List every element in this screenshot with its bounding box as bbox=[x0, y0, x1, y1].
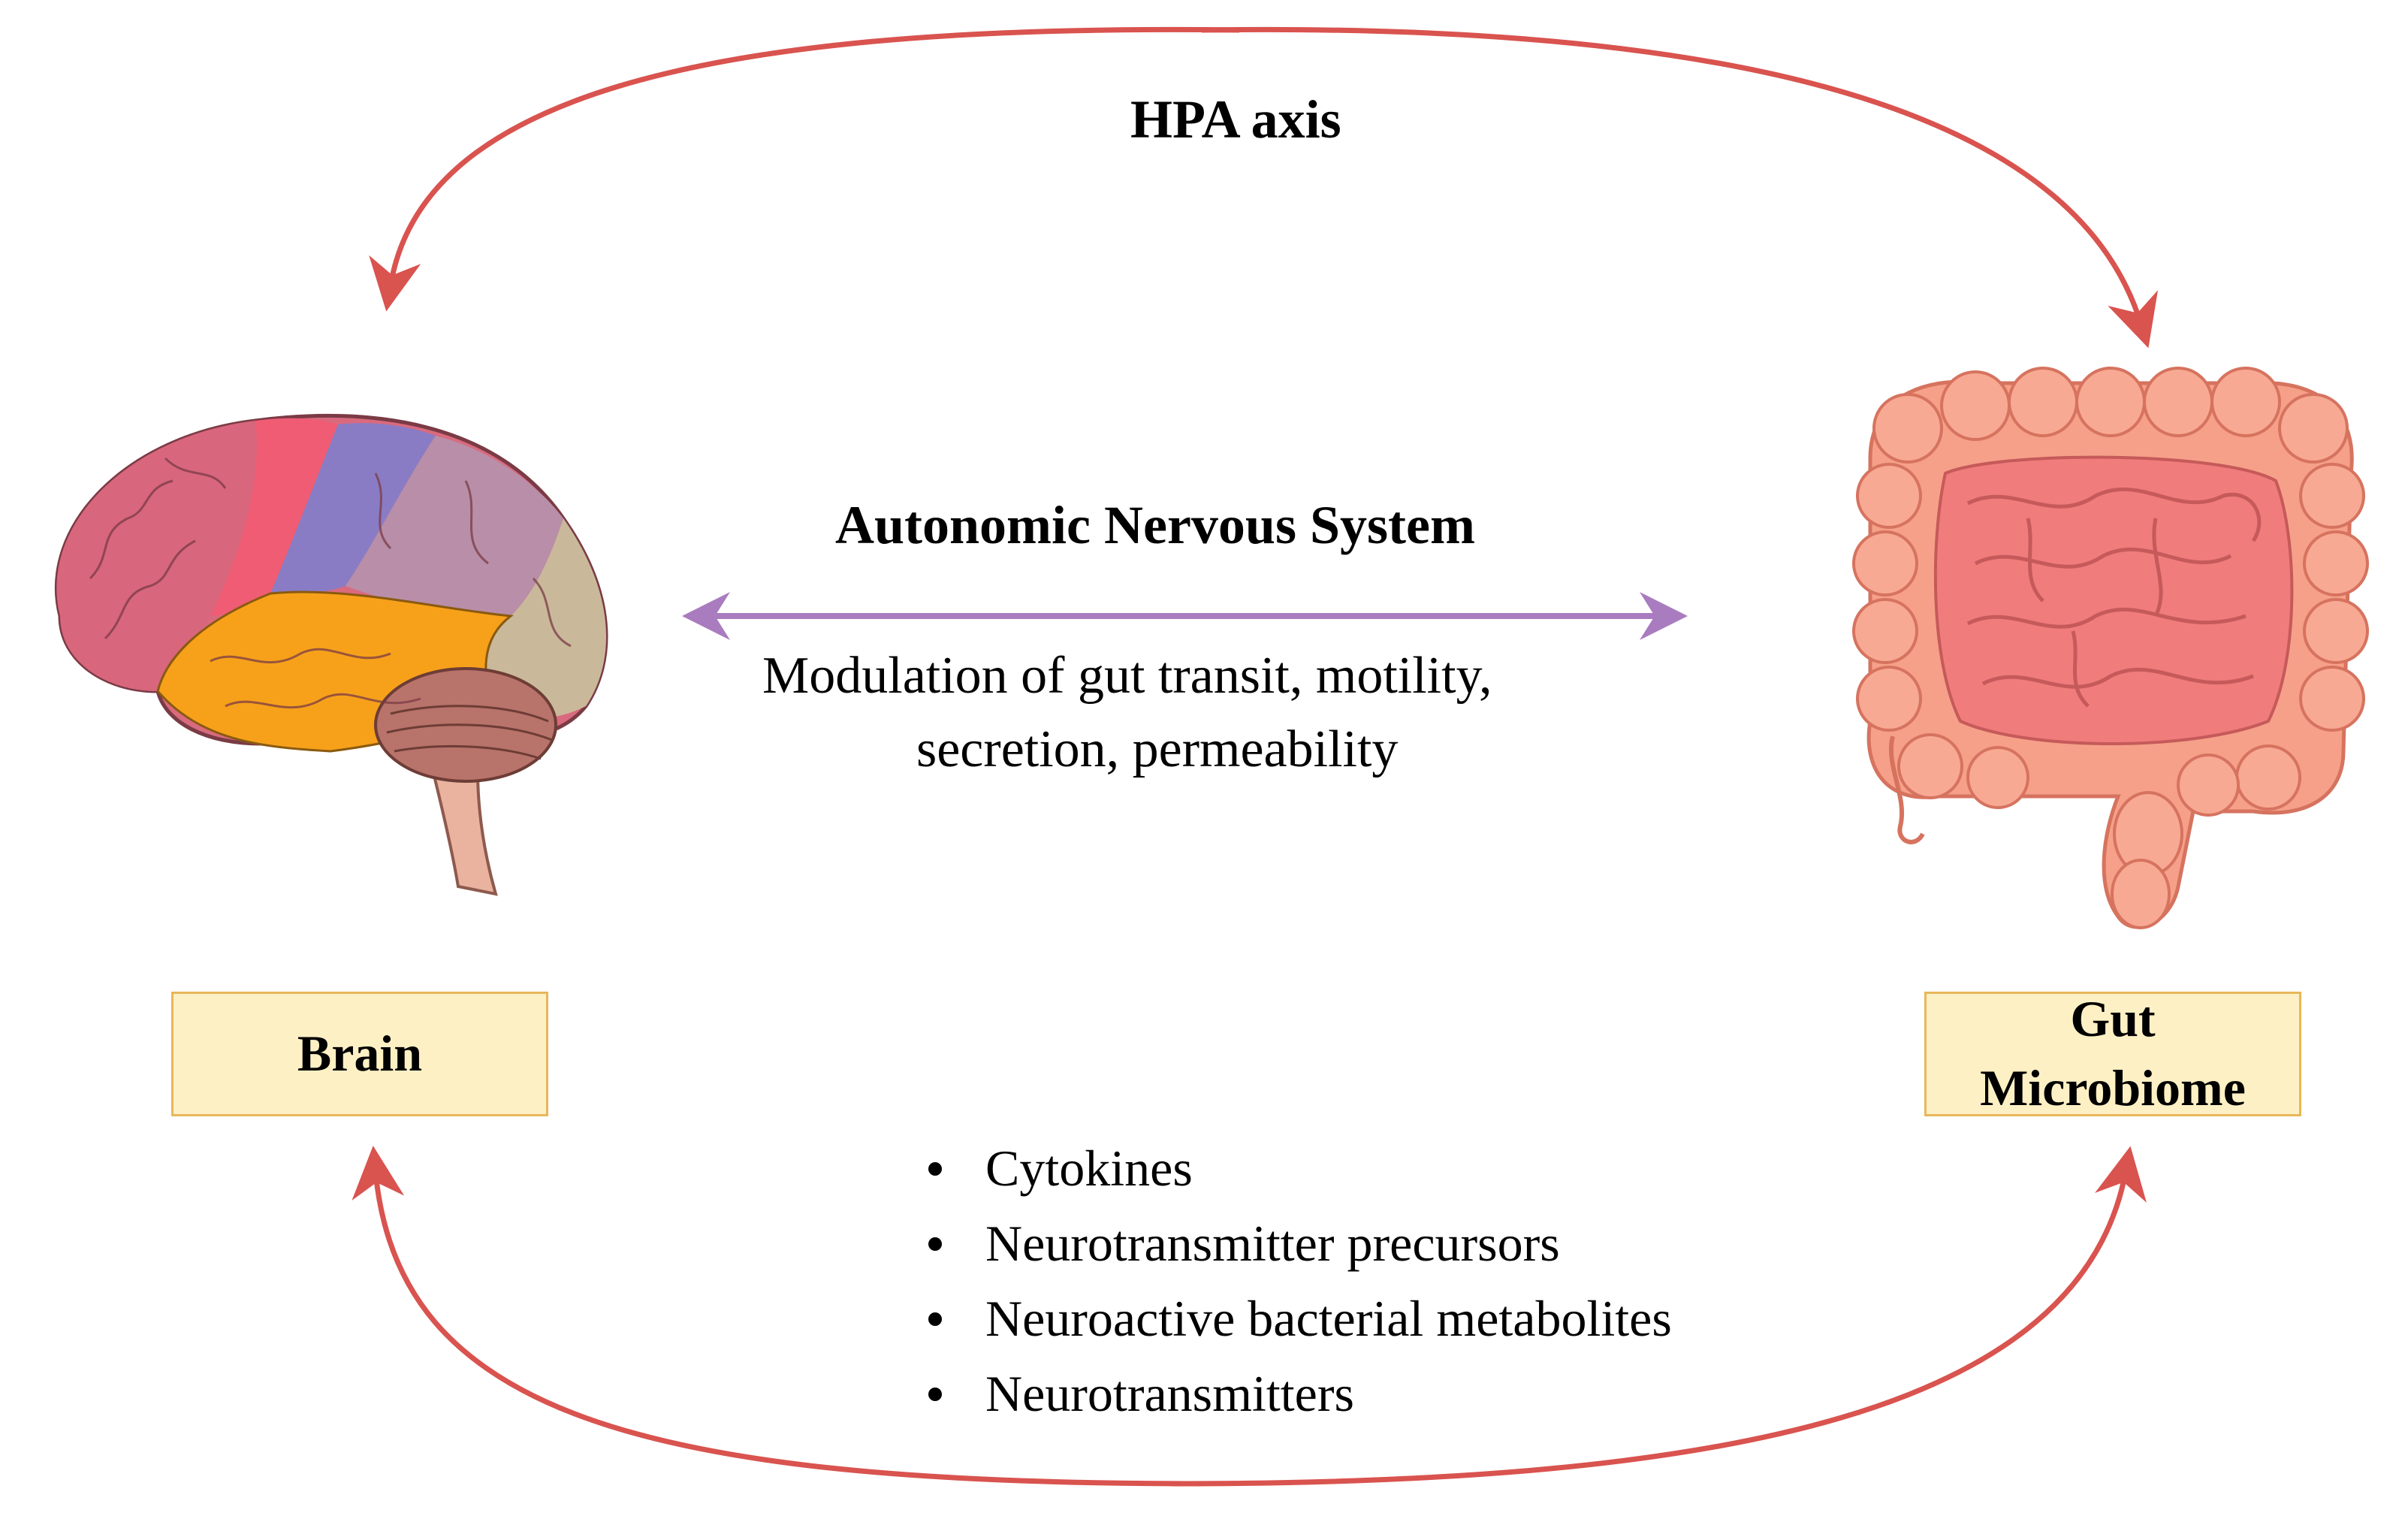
ans-description-line1: Modulation of gut transit, motility, bbox=[762, 647, 1492, 705]
gut-microbiome-label-box: Gut Microbiome bbox=[1924, 990, 2301, 1116]
bottom-arrow-to-gut bbox=[1171, 1146, 2147, 1487]
hpa-arrow-to-gut bbox=[1201, 26, 2158, 349]
intestine-icon bbox=[1852, 367, 2369, 929]
ans-description-line2: secretion, permeability bbox=[916, 720, 1399, 778]
hpa-axis-label: HPA axis bbox=[1130, 89, 1341, 149]
list-item: Cytokines bbox=[924, 1131, 1672, 1206]
bottom-arrow-to-brain bbox=[352, 1146, 1202, 1487]
list-item: Neurotransmitters bbox=[924, 1356, 1672, 1431]
brain-label: Brain bbox=[297, 1025, 423, 1083]
list-item: Neurotransmitter precursors bbox=[924, 1206, 1672, 1281]
list-item: Neuroactive bacterial metabolites bbox=[924, 1281, 1672, 1356]
ans-title: Autonomic Nervous System bbox=[835, 495, 1475, 555]
brain-icon bbox=[54, 413, 608, 896]
gut-label-line2: Microbiome bbox=[1980, 1059, 2246, 1116]
hpa-arrow-to-brain bbox=[369, 26, 1240, 312]
brain-label-box: Brain bbox=[171, 992, 548, 1116]
signaling-factors-list: Cytokines Neurotransmitter precursors Ne… bbox=[924, 1131, 1672, 1431]
gut-label-line1: Gut bbox=[2070, 990, 2156, 1048]
